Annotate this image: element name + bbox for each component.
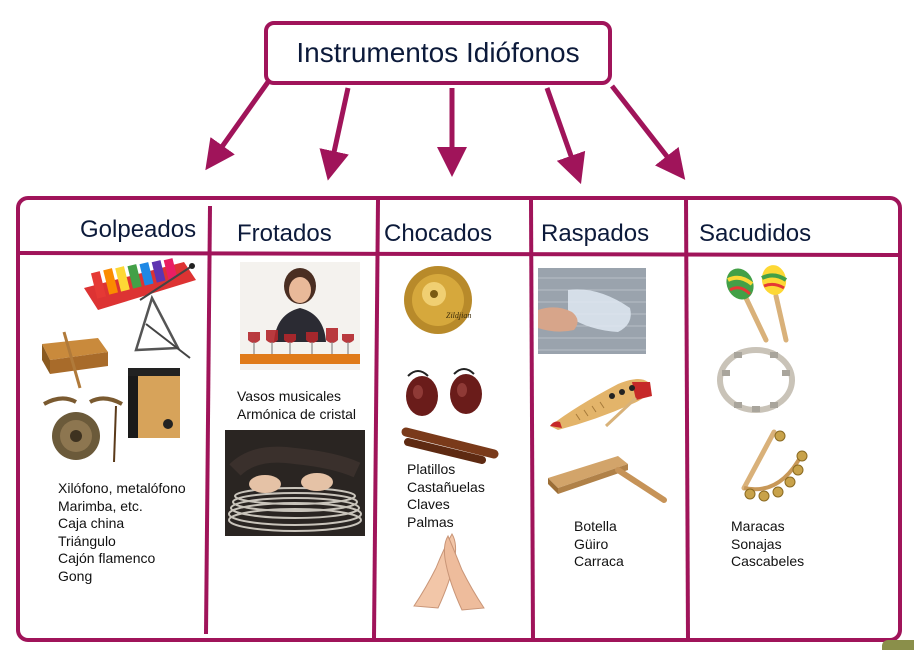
list-item: Sonajas [731, 535, 782, 552]
list-item: Gong [58, 567, 93, 584]
corner-tab [882, 640, 914, 650]
list-item: Vasos musicales [237, 388, 342, 404]
column-divider-2 [372, 199, 380, 639]
heading-sacudidos: Sacudidos [699, 220, 812, 247]
list-chocados: Platillos Castañuelas Claves Palmas [407, 461, 485, 531]
cymbal-icon: Zildjian [404, 266, 472, 334]
list-sacudidos: Maracas Sonajas Cascabeles [731, 518, 804, 571]
wood-block-icon [42, 331, 108, 389]
guiro-icon [550, 379, 652, 430]
ratchet-icon [548, 456, 667, 503]
clapping-hands-icon [413, 533, 485, 611]
bottle-scrape-photo [538, 268, 646, 354]
cymbal-brand-label: Zildjian [446, 311, 471, 320]
arrow-to-raspados [544, 87, 586, 185]
heading-golpeados: Golpeados [80, 216, 197, 243]
jingle-bells-icon [741, 429, 808, 502]
xylophone-icon [84, 258, 196, 310]
column-divider-3 [529, 199, 535, 641]
title-box: Instrumentos Idiófonos [264, 21, 612, 85]
list-item: Armónica de cristal [237, 405, 357, 422]
list-item: Platillos [407, 461, 456, 477]
list-item: Triángulo [58, 532, 116, 549]
arrow-to-frotados [319, 87, 351, 181]
list-item: Cascabeles [731, 553, 805, 569]
list-golpeados: Xilófono, metalófono Marimba, etc. Caja … [58, 480, 186, 585]
arrow-to-golpeados [205, 80, 271, 171]
glass-harp-photo [240, 262, 360, 370]
list-frotados: Vasos musicales Armónica de cristal [237, 388, 356, 423]
list-item: Xilófono, metalófono [58, 480, 186, 496]
list-item: Claves [407, 496, 450, 512]
diagram-title: Instrumentos Idiófonos [296, 37, 580, 68]
column-divider-1 [204, 205, 212, 635]
cajon-icon [128, 368, 180, 438]
triangle-icon [134, 294, 191, 359]
tambourine-icon [717, 347, 795, 413]
list-item: Palmas [407, 513, 454, 530]
heading-raspados: Raspados [541, 220, 650, 247]
arrow-to-sacudidos [610, 84, 686, 180]
list-item: Güiro [574, 535, 609, 552]
header-separator [19, 251, 900, 257]
list-raspados: Botella Güiro Carraca [574, 518, 624, 571]
list-item: Carraca [574, 553, 624, 569]
list-item: Caja china [58, 515, 125, 531]
column-divider-4 [684, 195, 690, 641]
list-item: Maracas [731, 518, 785, 534]
list-item: Castañuelas [407, 478, 485, 495]
list-item: Botella [574, 518, 617, 534]
maracas-icon [726, 265, 789, 343]
heading-chocados: Chocados [384, 220, 493, 247]
list-item: Cajón flamenco [58, 550, 156, 566]
glass-armonica-photo [225, 430, 365, 536]
heading-frotados: Frotados [237, 220, 332, 247]
list-item: Marimba, etc. [58, 497, 143, 514]
categories-box [16, 196, 902, 642]
gong-icon [43, 396, 123, 463]
castanets-icon [406, 368, 482, 416]
claves-icon [401, 427, 499, 464]
